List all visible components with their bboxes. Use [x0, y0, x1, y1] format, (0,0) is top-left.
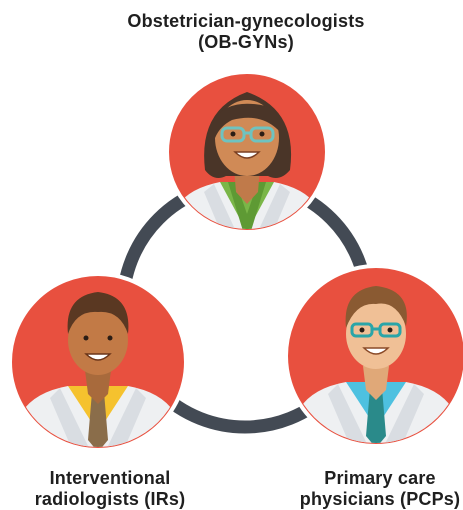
label-ir: Interventional radiologists (IRs): [10, 468, 210, 510]
label-pcp: Primary care physicians (PCPs): [285, 468, 463, 510]
male-doctor-ir-icon: [8, 272, 188, 452]
label-ir-line1: Interventional: [49, 468, 171, 488]
label-obgyn-line2: (OB-GYNs): [198, 32, 294, 52]
label-obgyn: Obstetrician-gynecologists (OB-GYNs): [96, 11, 396, 53]
male-doctor-pcp-icon: [284, 264, 463, 448]
label-pcp-line2: physicians (PCPs): [299, 489, 461, 509]
label-ir-line2: radiologists (IRs): [34, 489, 186, 509]
label-obgyn-line1: Obstetrician-gynecologists: [127, 11, 365, 31]
label-pcp-line1: Primary care: [324, 468, 436, 488]
female-doctor-icon: [165, 70, 329, 234]
